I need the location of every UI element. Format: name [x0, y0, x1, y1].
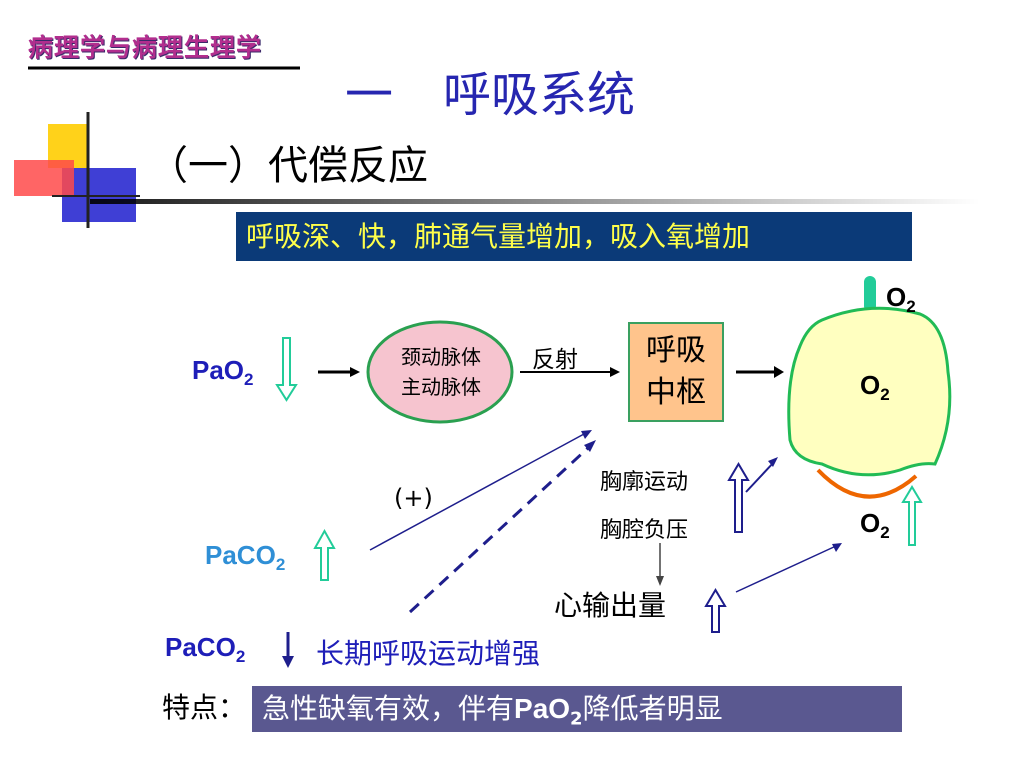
chest-pressure-label: 胸腔负压 — [600, 518, 689, 543]
corner-decoration — [14, 112, 140, 228]
paco2-fall-label: PaCO2 — [165, 632, 246, 667]
reflex-label: 反射 — [532, 347, 578, 373]
cardiac-up-arrow — [704, 588, 727, 633]
receptor-ellipse — [366, 320, 514, 424]
o2-label-bottom: O2 — [860, 508, 890, 543]
feature-box: 急性缺氧有效，伴有PaO2降低者明显 — [252, 686, 902, 732]
feature-label: 特点： — [162, 691, 247, 724]
title-text: 呼吸系统 — [443, 67, 636, 123]
trachea — [864, 276, 876, 312]
o2-label-top: O2 — [886, 282, 916, 317]
o2-label-lung: O2 — [860, 370, 890, 405]
title-number: 一 — [345, 67, 394, 123]
subtitle-rule — [90, 199, 980, 204]
paco2-up-arrow — [313, 528, 336, 581]
receptor-line-2: 主动脉体 — [401, 375, 481, 399]
center-line-2: 中枢 — [646, 375, 706, 410]
chest-up-arrow — [727, 462, 750, 533]
paco2-rise-label: PaCO2 — [205, 540, 286, 575]
receptor-line-1: 颈动脉体 — [401, 345, 481, 369]
o2-up-arrow — [901, 485, 923, 546]
page-title: 一呼吸系统 — [345, 55, 635, 125]
plus-label: (+) — [394, 484, 433, 512]
course-name: 病理学与病理生理学 — [28, 33, 263, 62]
summary-banner: 呼吸深、快，肺通气量增加，吸入氧增加 — [236, 212, 912, 261]
long-term-label: 长期呼吸运动增强 — [316, 637, 541, 670]
center-line-1: 呼吸 — [646, 333, 706, 368]
pao2-label: PaO2 — [192, 355, 254, 390]
receptor-label: 颈动脉体 主动脉体 — [370, 342, 512, 402]
respiratory-center-box: 呼吸 中枢 — [628, 322, 724, 422]
chest-motion-label: 胸廓运动 — [600, 470, 689, 495]
pao2-down-arrow — [275, 337, 298, 402]
section-subtitle: （一）代偿反应 — [148, 143, 428, 189]
diaphragm-arc — [816, 468, 918, 499]
lung-shape — [787, 306, 952, 477]
cardiac-output-label: 心输出量 — [554, 589, 667, 622]
